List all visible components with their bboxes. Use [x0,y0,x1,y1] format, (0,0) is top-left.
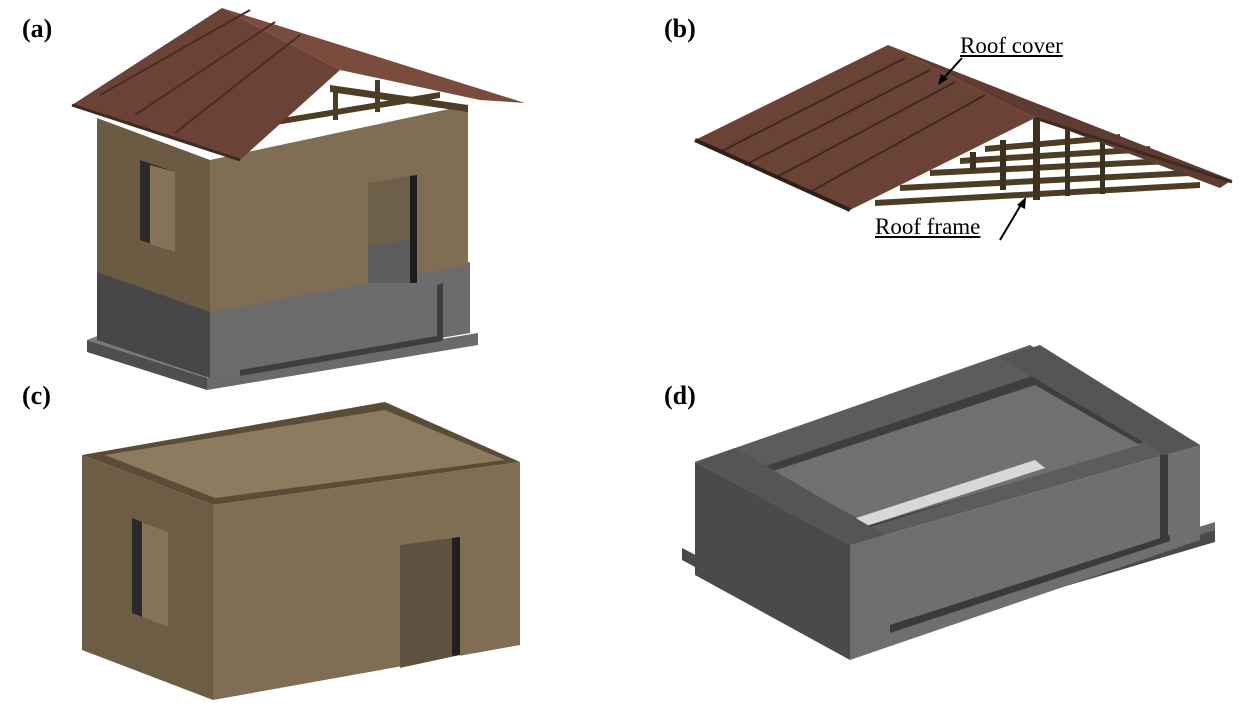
panel-d-label: (d) [664,381,696,410]
roof-frame [875,118,1200,206]
house-roof-cover [71,8,525,162]
foundation-front-face [850,445,1200,660]
panel-c-walls [82,402,520,700]
panel-d-foundation [682,345,1215,660]
roof-cover-arrow [941,57,963,81]
house-roof-frame [270,80,468,126]
house-foundation [87,262,478,390]
roof-cover-label: Roof cover [960,33,1063,58]
house-walls [97,105,468,312]
roof-frame-label: Roof frame [875,214,981,239]
panel-a-label: (a) [22,14,53,43]
panel-b-roof [694,45,1233,241]
roof-cover [694,45,1233,212]
panel-b-label: (b) [664,14,696,43]
foundation-left-face [695,462,850,660]
panel-c-label: (c) [22,381,51,410]
roof-frame-arrowhead [1017,197,1026,209]
panel-a-house [71,8,525,390]
walls-door [400,537,460,668]
roof-frame-arrow [999,202,1023,241]
roof-cover-arrowhead [938,74,948,85]
